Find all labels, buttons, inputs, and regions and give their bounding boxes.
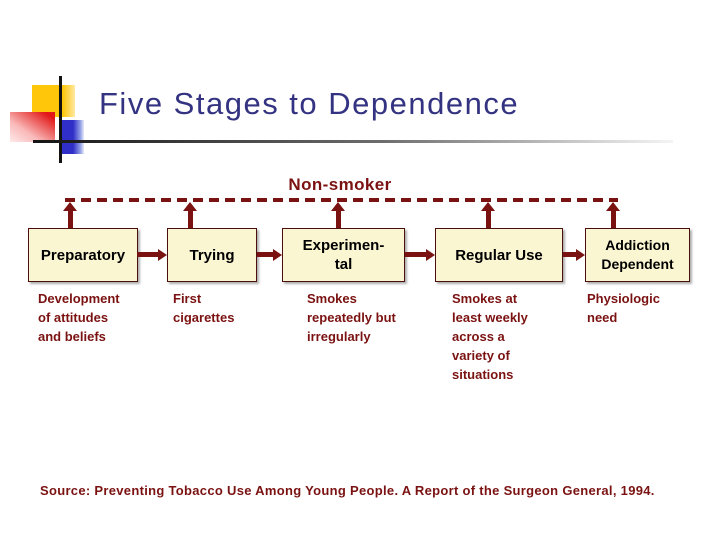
arrowhead-up-icon: [63, 202, 77, 211]
logo-red-square-icon: [10, 112, 55, 142]
slide-title: Five Stages to Dependence: [99, 86, 520, 121]
arrow-stem: [485, 211, 491, 228]
arrow-stem: [137, 252, 158, 257]
stage-description-experimental: Smokes repeatedly but irregularly: [307, 291, 396, 344]
arrowhead-right-icon: [426, 248, 435, 261]
non-smoker-label: Non-smoker: [288, 175, 392, 194]
flow-arrow-2: [257, 248, 282, 261]
stage-box-trying: Trying: [167, 228, 257, 282]
arrow-stem: [67, 211, 73, 228]
arrowhead-up-icon: [331, 202, 345, 211]
stage-box-experimental: Experimen- tal: [282, 228, 405, 282]
flow-arrow-3: [405, 248, 435, 261]
flow-arrow-1: [137, 248, 167, 261]
arrow-stem: [335, 211, 341, 228]
stage-box-preparatory: Preparatory: [28, 228, 138, 282]
stage-box-addiction-dependent: Addiction Dependent: [585, 228, 690, 282]
stage-description-regular-use: Smokes at least weekly across a variety …: [452, 291, 528, 382]
stage-description-trying: First cigarettes: [173, 291, 235, 325]
non-smoker-dashed-line: [65, 198, 618, 202]
arrowhead-right-icon: [576, 248, 585, 261]
source-citation: Source: Preventing Tobacco Use Among You…: [40, 483, 655, 498]
arrowhead-up-icon: [183, 202, 197, 211]
up-arrow-addiction-dependent: [606, 202, 620, 228]
flow-arrow-4: [563, 248, 585, 261]
logo-blue-square-icon: [60, 120, 84, 154]
up-arrow-regular-use: [481, 202, 495, 228]
stage-description-addiction-dependent: Physiologic need: [587, 291, 660, 325]
arrowhead-right-icon: [273, 248, 282, 261]
stage-box-regular-use: Regular Use: [435, 228, 563, 282]
arrow-stem: [405, 252, 426, 257]
stage-description-preparatory: Development of attitudes and beliefs: [38, 291, 120, 344]
arrowhead-up-icon: [606, 202, 620, 211]
arrow-stem: [610, 211, 616, 228]
up-arrow-trying: [183, 202, 197, 228]
arrow-stem: [563, 252, 576, 257]
title-underline-rule: [33, 140, 673, 143]
arrowhead-right-icon: [158, 248, 167, 261]
logo-yellow-square-icon: [32, 85, 75, 117]
up-arrow-preparatory: [63, 202, 77, 228]
arrowhead-up-icon: [481, 202, 495, 211]
logo-vertical-line: [59, 76, 62, 163]
arrow-stem: [187, 211, 193, 228]
up-arrow-experimental: [331, 202, 345, 228]
arrow-stem: [257, 252, 273, 257]
